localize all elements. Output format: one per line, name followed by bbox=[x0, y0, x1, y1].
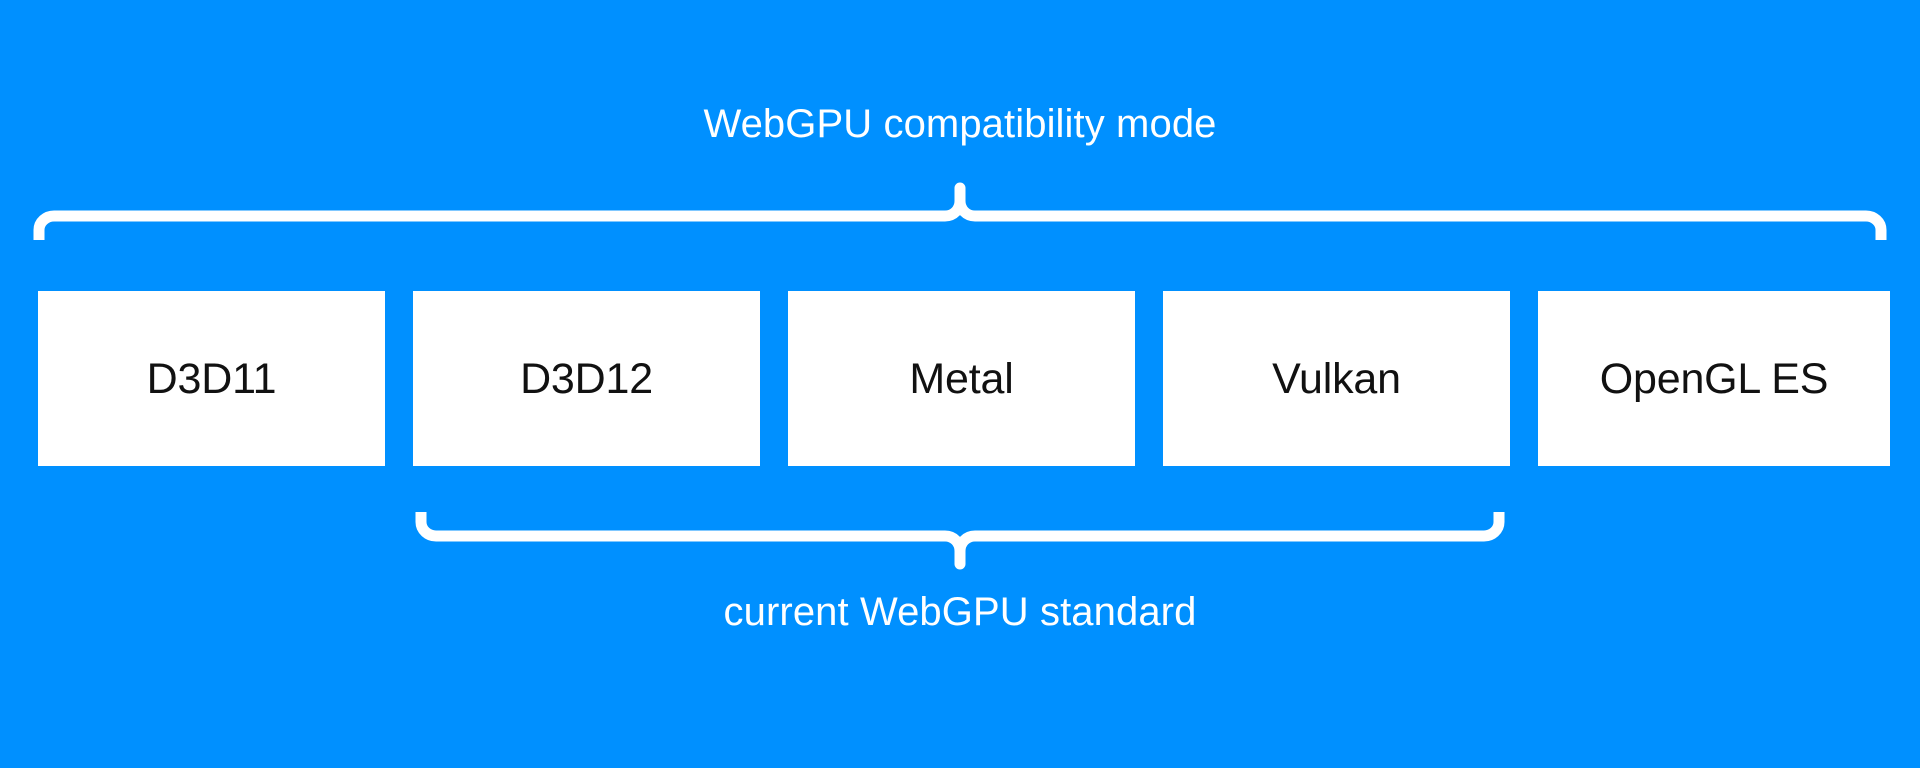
api-box-label: D3D11 bbox=[146, 354, 277, 403]
bottom-brace-svg bbox=[415, 506, 1505, 570]
api-box-label: Vulkan bbox=[1272, 354, 1401, 403]
api-box-label: Metal bbox=[909, 354, 1014, 403]
api-box-label: OpenGL ES bbox=[1599, 354, 1829, 403]
top-curly-brace bbox=[30, 178, 1890, 246]
api-box-metal[interactable]: Metal bbox=[788, 291, 1135, 466]
top-brace-svg bbox=[33, 182, 1887, 246]
api-box-opengl-es[interactable]: OpenGL ES bbox=[1538, 291, 1890, 466]
top-bracket-label: WebGPU compatibility mode bbox=[703, 102, 1217, 146]
api-box-label: D3D12 bbox=[520, 354, 653, 403]
api-box-row: D3D11 D3D12 Metal Vulkan OpenGL ES bbox=[38, 291, 1890, 466]
api-box-vulkan[interactable]: Vulkan bbox=[1163, 291, 1510, 466]
api-box-d3d12[interactable]: D3D12 bbox=[413, 291, 760, 466]
bottom-curly-brace bbox=[412, 506, 1508, 574]
api-box-d3d11[interactable]: D3D11 bbox=[38, 291, 385, 466]
bottom-bracket-label: current WebGPU standard bbox=[723, 590, 1197, 634]
